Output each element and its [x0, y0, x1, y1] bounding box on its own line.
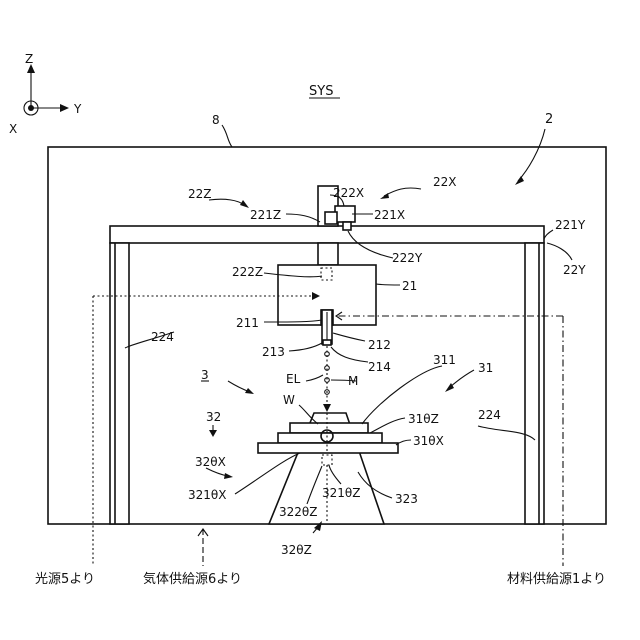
label-213: 213 [262, 345, 285, 359]
label-22y: 22Y [563, 263, 586, 277]
material-source-label: 材料供給源1より [507, 572, 606, 587]
label-322tz: 322θZ [279, 505, 317, 519]
axis-y-label: Y [73, 102, 82, 116]
axis-z-label: Z [25, 52, 33, 66]
label-323: 323 [395, 492, 418, 506]
label-212: 212 [368, 338, 391, 352]
label-31tx: 31θX [413, 434, 444, 448]
label-222z: 222Z [232, 265, 263, 279]
label-321tz: 321θZ [322, 486, 360, 500]
label-222x: 222X [333, 186, 364, 200]
label-221x: 221X [374, 208, 405, 222]
label-211: 211 [236, 316, 259, 330]
label-214: 214 [368, 360, 391, 374]
axis-x-label: X [9, 122, 17, 136]
label-32tx: 32θX [195, 455, 226, 469]
label-m: M [348, 374, 358, 388]
diagram-title: SYS [309, 84, 333, 99]
label-222y: 222Y [392, 251, 423, 265]
gas-source-label: 気体供給源6より [143, 571, 242, 587]
label-224-right: 224 [478, 408, 501, 422]
label-w: W [283, 393, 295, 407]
label-221y: 221Y [555, 218, 586, 232]
light-source-label: 光源5より [35, 572, 95, 587]
label-311: 311 [433, 353, 456, 367]
label-32: 32 [206, 410, 221, 424]
label-el: EL [286, 372, 301, 386]
label-2: 2 [545, 112, 553, 127]
label-8: 8 [212, 113, 220, 127]
label-32tz: 32θZ [281, 543, 312, 557]
label-321tx: 321θX [188, 488, 226, 502]
label-22x: 22X [433, 175, 457, 189]
label-221z: 221Z [250, 208, 281, 222]
label-31: 31 [478, 361, 493, 375]
label-224-left: 224 [151, 330, 174, 344]
label-22z: 22Z [188, 187, 212, 201]
label-31tz: 31θZ [408, 412, 439, 426]
label-21: 21 [402, 279, 417, 293]
label-3: 3 [201, 368, 209, 382]
axis-indicator: Z Y X [9, 52, 82, 136]
